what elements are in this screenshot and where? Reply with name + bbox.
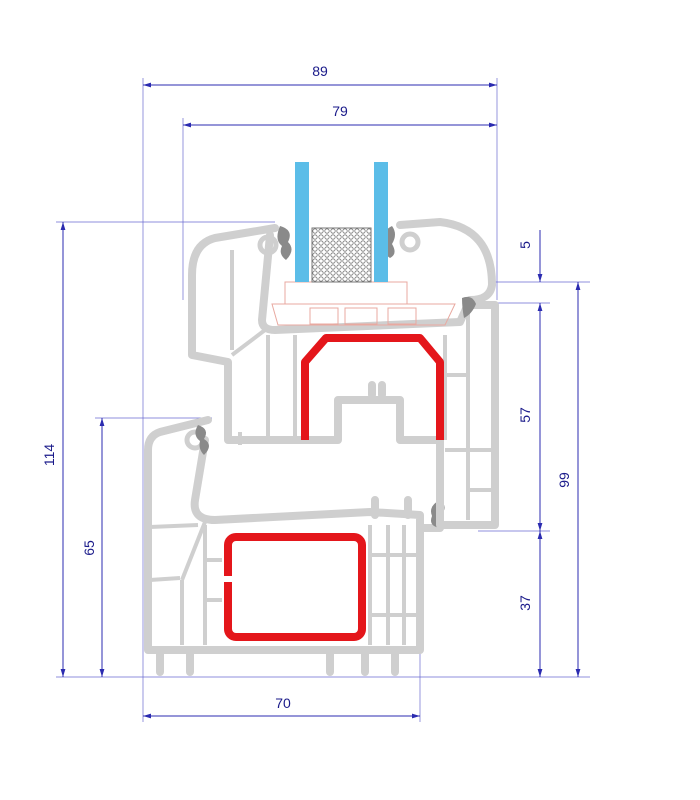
glass-pane-inner (374, 162, 388, 282)
sash-profile (188, 218, 499, 529)
dim-label-5: 5 (517, 241, 533, 249)
dim-label-99: 99 (556, 472, 572, 488)
dim-label-114: 114 (41, 444, 57, 467)
frame-profile (144, 416, 445, 676)
dim-label-89: 89 (312, 63, 328, 79)
glazing-unit (295, 162, 388, 283)
glass-pane-outer (295, 162, 309, 282)
dim-label-57: 57 (517, 407, 533, 423)
dim-label-79: 79 (332, 103, 348, 119)
dimension-lines (60, 82, 581, 719)
dim-label-37: 37 (517, 595, 533, 611)
spacer-bar (311, 227, 372, 283)
frame-steel-reinforcement (224, 533, 366, 641)
sash-seal-icon (462, 296, 476, 318)
dim-label-70: 70 (275, 695, 291, 711)
frame-gasket-icon (195, 425, 209, 455)
dim-label-65: 65 (81, 540, 97, 556)
glazing-gasket-left-icon (277, 226, 292, 260)
sash-steel-reinforcement (301, 334, 444, 440)
extension-lines (56, 78, 590, 722)
